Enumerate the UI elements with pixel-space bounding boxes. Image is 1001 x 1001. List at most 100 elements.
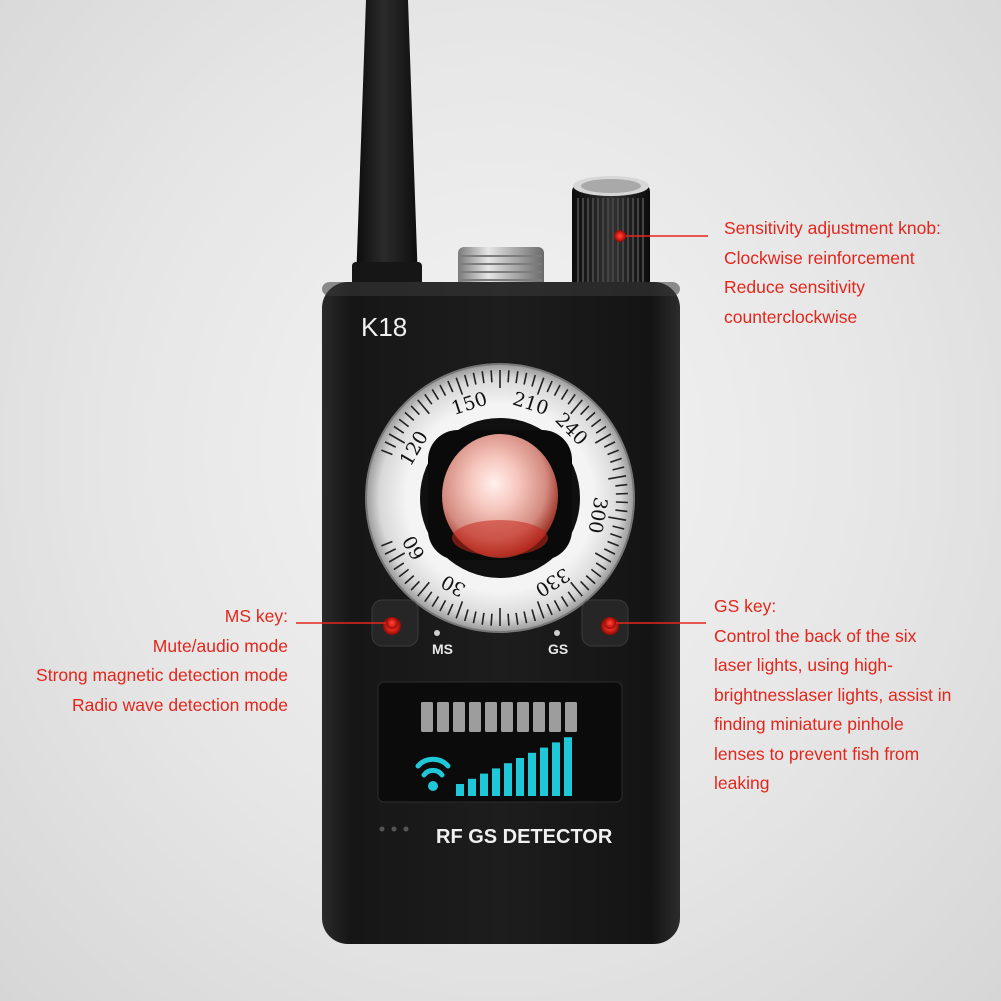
gs-key-annotation: GS key: Control the back of the six lase… [714,592,951,799]
dial-tick [607,540,619,547]
signal-bar [480,773,488,796]
dial-tick [585,575,596,585]
dial-tick [590,568,602,578]
meter-segment [469,702,481,732]
dial-tick [417,581,430,597]
dial-tick [595,562,607,571]
dial-tick [410,405,420,416]
dial-tick [608,475,627,480]
dial-tick [567,393,576,405]
knob-annotation-line: Sensitivity adjustment knob: [724,218,941,238]
antenna-base [352,262,422,286]
signal-bar [492,768,500,796]
dial-tick [594,433,612,444]
dial-tick [553,384,561,396]
dial-tick [570,399,583,415]
dial-tick [384,548,397,555]
signal-bar [552,742,560,796]
signal-bar [564,737,572,796]
signal-bar [468,778,476,796]
dial-tick [580,405,590,416]
dial-tick [404,411,415,421]
dial-tick [393,562,405,571]
gs-label: GS [548,641,568,657]
dial-tick [381,449,393,456]
dial-tick [531,374,537,387]
dial-tick [615,492,628,495]
dial-tick [560,388,569,401]
dial-tick [580,580,590,591]
dial-tick [417,399,430,415]
signal-bar [540,747,548,796]
gs-annotation-line: GS key: [714,596,777,616]
dial-tick [531,609,537,622]
knob-annotation-line: Reduce sensitivity [724,277,866,297]
meter-segment [485,702,497,732]
dial-tick [404,575,415,585]
dial-tick [585,411,596,421]
dial-tick [410,580,420,591]
sensitivity-knob [572,176,650,294]
meter-segment [517,702,529,732]
meter-segment [501,702,513,732]
signal-bar [504,763,512,796]
meter-segment [437,702,449,732]
dial-tick [431,595,440,608]
gs-annotation-line: finding miniature pinhole [714,714,904,734]
gs-annotation-line: brightnesslaser lights, assist in [714,684,952,705]
dial-tick [603,548,616,555]
dial-tick [603,441,616,448]
dial-tick [463,609,469,622]
knob-annotation-line: Clockwise reinforcement [724,247,915,268]
dial-tick [546,603,553,616]
meter-segment [533,702,545,732]
gs-annotation-line: Control the back of the six [714,625,917,646]
detector-label: RF GS DETECTOR [436,826,613,848]
dial-tick [615,483,628,487]
dial-tick [439,600,447,612]
meter-segment [453,702,465,732]
ms-annotation-line: Radio wave detection mode [72,694,288,715]
dial-tick [615,501,628,504]
signal-bar [456,784,464,796]
dial-tick [610,533,622,539]
dial-tick [424,591,433,603]
signal-bar [516,758,524,796]
dial-tick [507,613,510,626]
ms-label: MS [432,641,453,657]
gs-annotation-line: laser lights, using high- [714,655,893,675]
meter-segment [549,702,561,732]
dial-tick [515,371,519,384]
dial-tick [560,595,569,608]
ms-key-annotation: MS key: Mute/audio mode Strong magnetic … [36,602,288,720]
dial-tick [536,601,545,619]
dial-tick [570,581,583,597]
ms-annotation-line: MS key: [224,606,288,626]
dial-tick [439,384,447,396]
dial-tick [567,591,576,603]
signal-bar [528,752,536,796]
model-label: K18 [361,312,407,342]
dial-tick [481,371,485,384]
dial-tick [594,552,612,563]
dial-tick [610,457,622,463]
dial-tick [424,393,433,405]
dial-tick [455,377,464,395]
callout-lines [296,235,708,624]
dial-tick [490,370,493,383]
dial-tick [381,540,393,547]
dial-tick [398,418,410,428]
gs-annotation-line: lenses to prevent fish from [714,743,920,764]
dial-tick [490,613,493,626]
dial-tick [590,418,602,428]
dial-tick [398,568,410,578]
dial-tick [431,388,440,401]
wifi-signal-icon [415,756,451,778]
dial-tick [536,377,545,395]
dial-tick [463,374,469,387]
dial-tick [515,612,519,625]
dial-tick [615,509,628,513]
dial-tick [388,552,406,563]
dial-tick [523,611,528,624]
